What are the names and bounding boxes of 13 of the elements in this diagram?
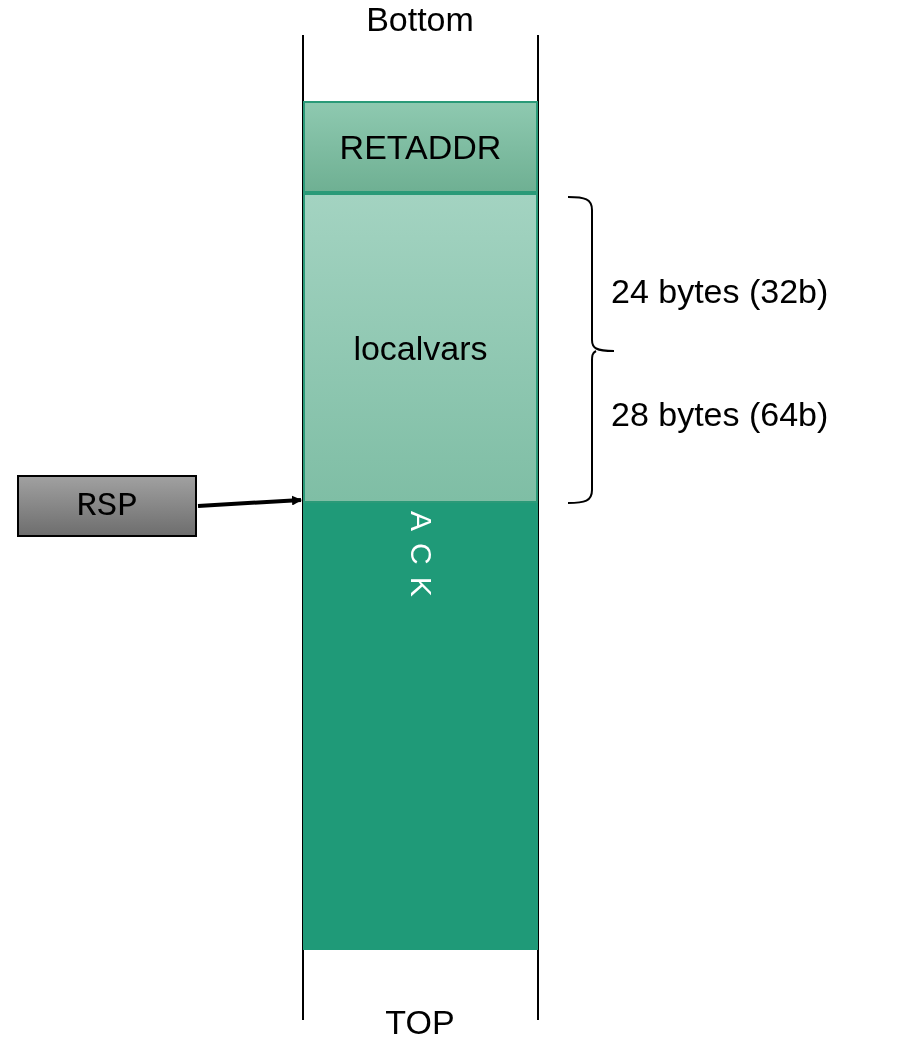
slot-label: localvars xyxy=(353,328,488,368)
slot-label: RSP xyxy=(76,487,138,525)
stack-frame-slot xyxy=(303,101,538,193)
vertical-label: ACK xyxy=(403,511,438,609)
arrow xyxy=(197,495,302,508)
size-note: 28 bytes (64b) xyxy=(611,395,829,434)
stack-region xyxy=(303,503,538,950)
register-box xyxy=(17,475,197,537)
end-label: TOP xyxy=(385,1003,455,1042)
slot-label: RETADDR xyxy=(339,127,502,167)
end-label: Bottom xyxy=(366,0,474,39)
size-note: 24 bytes (32b) xyxy=(611,272,829,311)
stack-frame-slot xyxy=(303,193,538,503)
